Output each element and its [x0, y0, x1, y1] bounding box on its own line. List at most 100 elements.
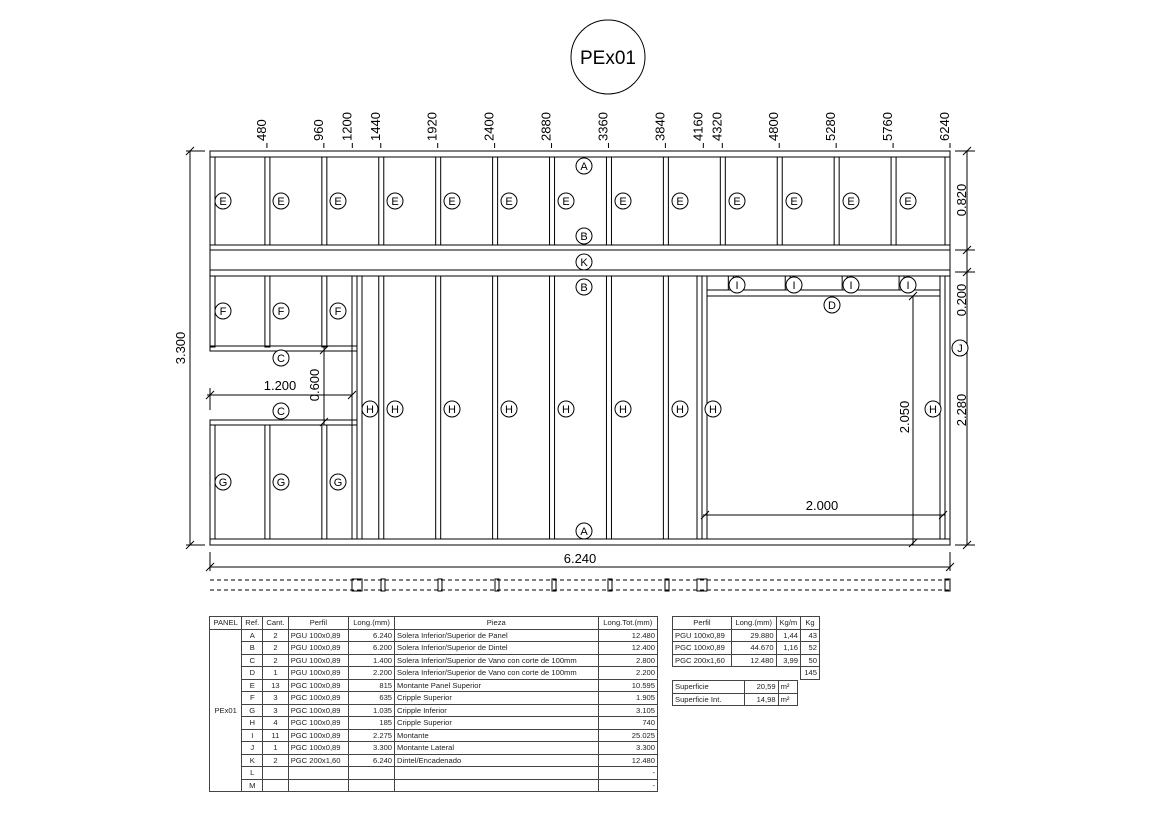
plan-stud [351, 578, 363, 592]
profile-cell: PGC 200x1,60 [672, 653, 732, 667]
top-panel-height-label: 0.820 [954, 184, 969, 217]
stud-e [492, 156, 499, 246]
length-cell: 635 [348, 691, 396, 705]
dimension-tick [938, 510, 948, 520]
plan-stud [696, 578, 708, 592]
stud-e [776, 156, 783, 246]
marker-circle [728, 192, 746, 210]
length-cell: 12.480 [730, 653, 777, 667]
marker-b: B [575, 227, 593, 245]
total-length-cell: 740 [597, 716, 659, 730]
marker-label: A [580, 526, 588, 538]
profile-cell: PGU 100x0,89 [287, 641, 350, 655]
length-cell: 815 [348, 678, 396, 692]
framing-lines [209, 150, 951, 546]
marker-e: E [557, 192, 575, 210]
plan-stud [551, 578, 557, 592]
empty-cell [731, 667, 776, 680]
panel-title: PEx01 [580, 48, 636, 69]
top-dimension-label: 4800 [766, 112, 781, 141]
total-length-cell: 12.400 [597, 641, 659, 655]
marker-label: D [828, 300, 836, 312]
length-cell: 2.200 [348, 666, 396, 680]
marker-circle [386, 400, 404, 418]
surface-unit: m² [777, 692, 799, 706]
piece-cell [394, 766, 599, 780]
door-height-label: 2.050 [897, 401, 912, 434]
marker-k: K [575, 253, 593, 271]
stud [605, 275, 612, 540]
marker-a: A [575, 157, 593, 175]
marker-label: I [849, 280, 852, 292]
total-row: 145 [673, 666, 820, 680]
stud [549, 275, 556, 540]
marker-g: G [214, 473, 232, 491]
surface-value: 20,59 [743, 680, 779, 694]
top-dimension-label: 5280 [823, 112, 838, 141]
ref-cell: K [241, 753, 264, 767]
marker-label: G [334, 477, 343, 489]
marker-label: F [220, 306, 227, 318]
marker-e: E [500, 192, 518, 210]
marker-label: H [676, 404, 684, 416]
total-length-cell: 2.800 [597, 653, 659, 667]
marker-label: E [219, 196, 226, 208]
ref-cell: J [241, 741, 264, 755]
marker-e: E [386, 192, 404, 210]
ref-cell: C [241, 653, 264, 667]
marker-label: B [580, 282, 587, 294]
top-dimension-label: 1920 [425, 112, 440, 141]
surface-value: 14,98 [743, 692, 779, 706]
marker-circle [557, 192, 575, 210]
qty-cell: 2 [262, 653, 289, 667]
total-width-label: 6.240 [564, 551, 597, 566]
marker-label: H [562, 404, 570, 416]
marker-label: E [562, 196, 569, 208]
marker-label: E [334, 196, 341, 208]
marker-h: H [443, 400, 461, 418]
qty-cell: 13 [262, 678, 289, 692]
stud-e [435, 156, 442, 246]
marker-label: K [580, 257, 588, 269]
stud-e [605, 156, 612, 246]
marker-circle [704, 400, 722, 418]
marker-circle [272, 473, 290, 491]
marker-circle [575, 157, 593, 175]
window-plate-c [209, 419, 358, 426]
marker-g: G [329, 473, 347, 491]
top-dimension-label: 4160 [690, 112, 705, 141]
marker-label: A [580, 161, 588, 173]
header-gap-label: 0.200 [954, 284, 969, 317]
ref-cell: F [241, 691, 264, 705]
marker-h: H [924, 400, 942, 418]
marker-h: H [500, 400, 518, 418]
profile-cell [287, 778, 350, 792]
surface-unit: m² [777, 680, 799, 694]
stud-e [719, 156, 726, 246]
marker-circle [575, 227, 593, 245]
stud-e [833, 156, 840, 246]
marker-i: I [899, 276, 917, 294]
profile-cell: PGC 100x0,89 [672, 641, 732, 655]
marker-circle [329, 302, 347, 320]
marker-f: F [214, 302, 232, 320]
plan-stud [607, 578, 613, 592]
marker-circle [785, 192, 803, 210]
marker-circle [899, 276, 917, 294]
ref-cell: M [241, 778, 264, 792]
stud-e [209, 156, 216, 246]
header-plate-bottom [209, 269, 951, 277]
qty-cell: 1 [262, 741, 289, 755]
table-row: M- [210, 778, 659, 792]
marker-label: E [733, 196, 740, 208]
profile-cell: PGU 100x0,89 [672, 628, 732, 642]
top-dimension-label: 1200 [339, 112, 354, 141]
stud [435, 275, 442, 540]
qty-cell: 2 [262, 641, 289, 655]
